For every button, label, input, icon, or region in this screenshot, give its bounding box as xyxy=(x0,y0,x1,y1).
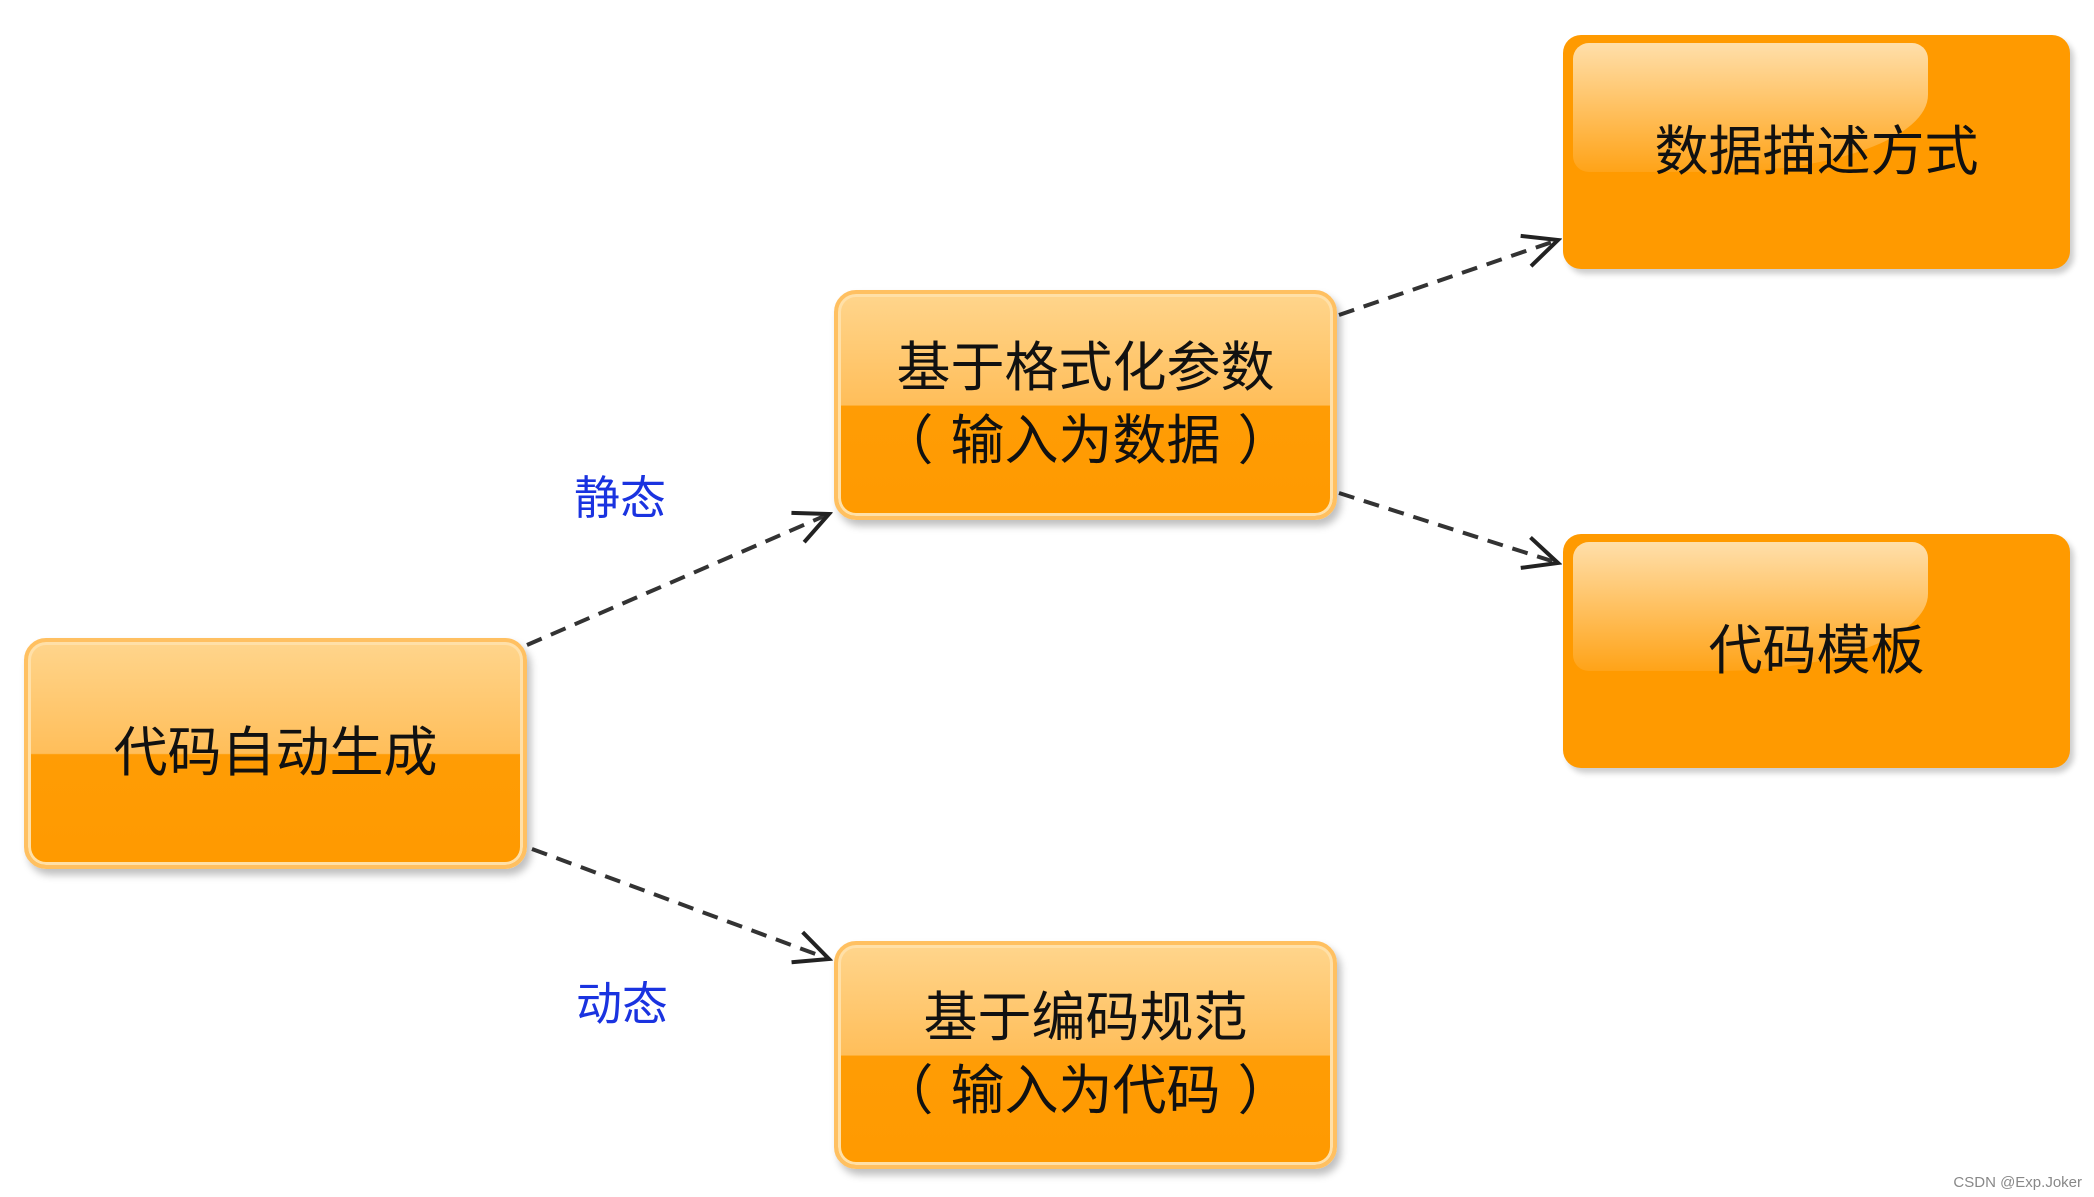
node-coding-standard: 基于编码规范 （ 输入为代码 ） xyxy=(834,941,1337,1169)
arrow-static-to-data-desc xyxy=(1338,240,1558,317)
edge-label-static: 静态 xyxy=(574,471,666,525)
node-label: 代码自动生成 xyxy=(113,721,438,785)
node-label: 数据描述方式 xyxy=(1654,119,1979,183)
node-code-template: 代码模板 xyxy=(1563,534,2070,768)
edge-label-dynamic: 动态 xyxy=(576,977,668,1031)
node-sublabel: （ 输入为代码 ） xyxy=(879,1059,1292,1122)
arrow-root-to-dynamic xyxy=(531,847,829,959)
node-format-params: 基于格式化参数 （ 输入为数据 ） xyxy=(834,290,1337,520)
node-label: 基于编码规范 xyxy=(923,986,1248,1050)
arrow-static-to-code-template xyxy=(1338,491,1558,563)
arrow-root-to-static xyxy=(526,514,829,647)
node-code-auto-generation: 代码自动生成 xyxy=(24,638,527,869)
watermark: CSDN @Exp.Joker xyxy=(1953,1174,2082,1191)
node-data-description: 数据描述方式 xyxy=(1563,35,2070,269)
node-label: 基于格式化参数 xyxy=(896,336,1275,400)
node-sublabel: （ 输入为数据 ） xyxy=(879,409,1292,472)
node-label: 代码模板 xyxy=(1708,618,1925,682)
